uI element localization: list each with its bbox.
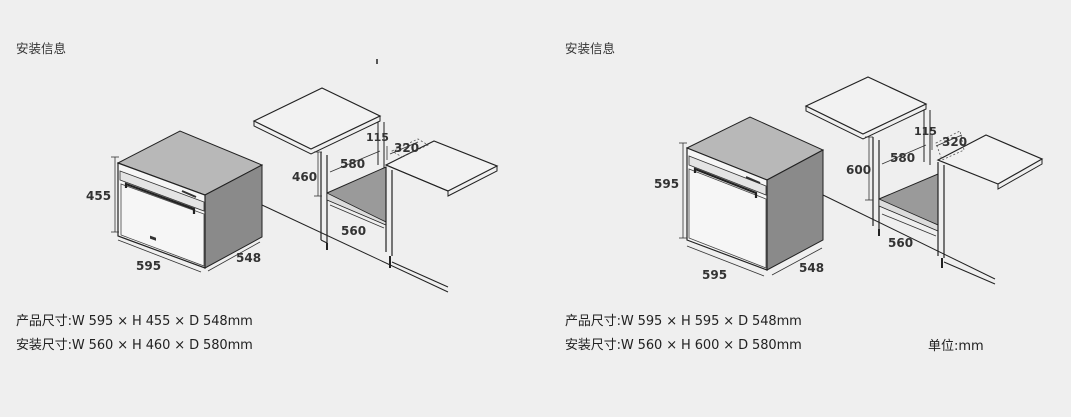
oven-height-label: 595 (654, 177, 679, 191)
oven-height-label: 455 (86, 189, 111, 203)
install-diagram: 595 595 548 (654, 76, 1044, 285)
vent-height-label: 115 (914, 125, 937, 138)
opening-height-label: 600 (846, 163, 871, 177)
oven-handle (693, 167, 758, 198)
install-diagram: 455 595 548 (86, 59, 499, 293)
cavity-floor (326, 166, 387, 223)
oven-width-label: 595 (136, 259, 161, 273)
oven-illustration (685, 116, 825, 271)
oven-illustration (116, 130, 264, 269)
unit-note: 单位:mm (928, 339, 984, 354)
opening-depth-label: 580 (890, 151, 915, 165)
product-size-spec: 产品尺寸:W 595 × H 455 × D 548mm (16, 314, 253, 329)
opening-width-label: 560 (341, 224, 366, 238)
install-panel-compact: 安装信息 455 595 548 (16, 41, 499, 353)
opening-height-label: 460 (292, 170, 317, 184)
cabinet-dimensions: 460 560 580 115 320 (292, 131, 419, 238)
cabinet-top-slab (804, 76, 928, 135)
vent-height-label: 115 (366, 131, 389, 144)
vent-width-label: 320 (942, 135, 967, 149)
cabinet-illustration (804, 76, 1044, 285)
oven-width-label: 595 (702, 268, 727, 282)
install-size-spec: 安装尺寸:W 560 × H 460 × D 580mm (16, 338, 253, 353)
section-title: 安装信息 (565, 41, 616, 56)
oven-depth-label: 548 (799, 261, 824, 275)
install-panel-full: 安装信息 595 595 548 (550, 0, 1071, 417)
cabinet-top-slab (252, 87, 382, 150)
vent-width-label: 320 (394, 141, 419, 155)
install-size-spec: 安装尺寸:W 560 × H 600 × D 580mm (565, 338, 802, 353)
product-size-spec: 产品尺寸:W 595 × H 595 × D 548mm (565, 314, 802, 329)
oven-dimensions: 455 595 548 (86, 156, 261, 273)
cabinet-illustration (252, 87, 499, 288)
oven-dimensions: 595 595 548 (654, 142, 824, 282)
oven-depth-label: 548 (236, 251, 261, 265)
section-title: 安装信息 (16, 41, 67, 56)
opening-depth-label: 580 (340, 157, 365, 171)
opening-width-label: 560 (888, 236, 913, 250)
oven-handle (124, 182, 196, 214)
cabinet-dimensions: 600 560 580 115 320 (846, 125, 967, 250)
